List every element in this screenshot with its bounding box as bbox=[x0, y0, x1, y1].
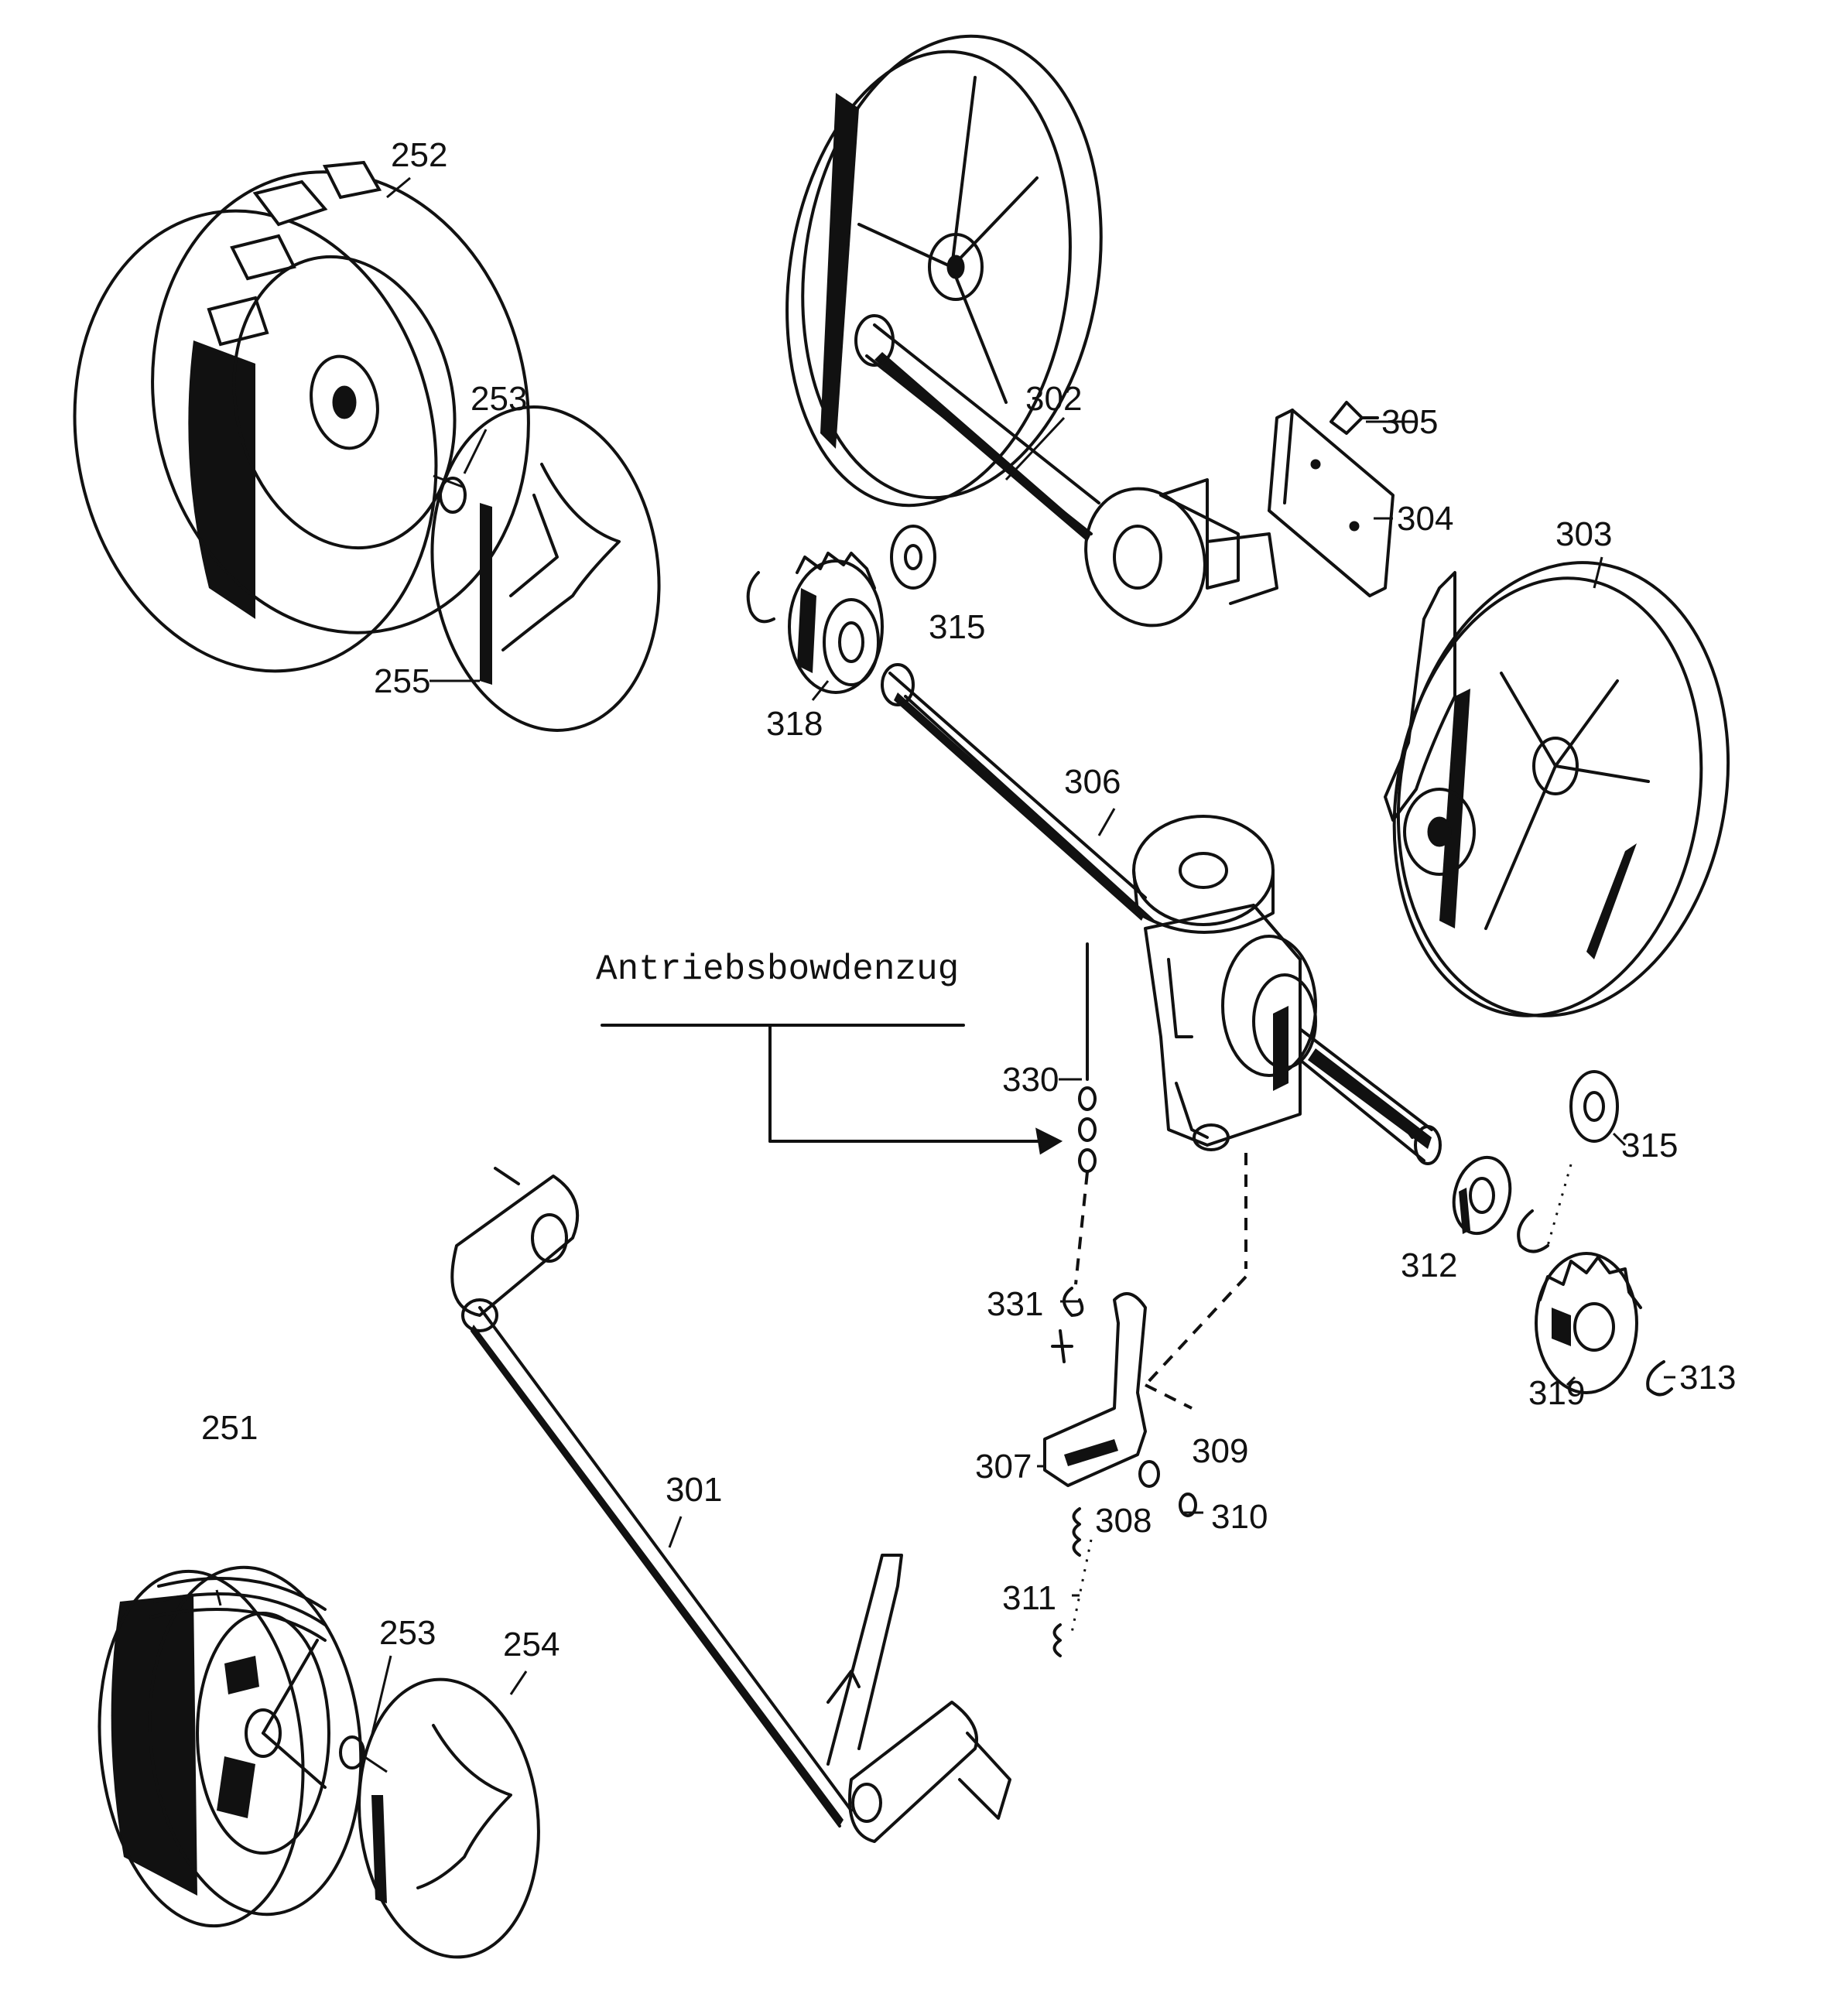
wheel-303 bbox=[1384, 561, 1730, 1017]
nipple-331 bbox=[1051, 1287, 1084, 1363]
plate-304 bbox=[1268, 409, 1395, 597]
gearbox bbox=[1144, 904, 1442, 1165]
bolt-253-bottom bbox=[339, 1735, 388, 1773]
label-251: 251 bbox=[201, 1409, 258, 1447]
washer-315-upper bbox=[890, 525, 936, 590]
gear-319 bbox=[1535, 1252, 1642, 1394]
label-253-bottom: 253 bbox=[379, 1614, 436, 1652]
label-330: 330 bbox=[1002, 1061, 1059, 1099]
wheel-251 bbox=[98, 1565, 363, 1928]
label-313: 313 bbox=[1679, 1359, 1736, 1397]
cable-label: Antriebsbowdenzug bbox=[596, 949, 959, 990]
label-309: 309 bbox=[1192, 1432, 1248, 1470]
label-319: 319 bbox=[1528, 1374, 1585, 1412]
cable-330 bbox=[1074, 942, 1097, 1285]
label-303: 303 bbox=[1555, 515, 1612, 553]
hubcap-254 bbox=[358, 1677, 540, 1959]
label-253-top: 253 bbox=[471, 380, 527, 418]
label-308: 308 bbox=[1095, 1502, 1152, 1540]
label-315-upper: 315 bbox=[929, 608, 985, 646]
label-304: 304 bbox=[1397, 500, 1453, 538]
nut-310 bbox=[1179, 1493, 1197, 1517]
label-307: 307 bbox=[975, 1448, 1032, 1486]
hubcap-255 bbox=[430, 405, 661, 732]
label-255: 255 bbox=[374, 662, 430, 700]
label-301: 301 bbox=[666, 1471, 722, 1509]
label-312: 312 bbox=[1401, 1246, 1457, 1284]
label-305: 305 bbox=[1381, 403, 1438, 441]
washer-308 bbox=[1138, 1460, 1160, 1488]
guide-line-d bbox=[1546, 1164, 1573, 1246]
label-254: 254 bbox=[503, 1626, 560, 1664]
label-302: 302 bbox=[1025, 380, 1082, 418]
label-318: 318 bbox=[766, 705, 823, 743]
leader-lines bbox=[215, 176, 1675, 1738]
label-311: 311 bbox=[1002, 1579, 1056, 1617]
circlip-313 bbox=[1646, 1360, 1673, 1397]
wheel-302 bbox=[785, 34, 1278, 627]
wheel-252 bbox=[73, 160, 530, 673]
guide-line-c bbox=[1145, 1383, 1193, 1410]
gear-318 bbox=[788, 552, 884, 694]
part-labels: 252 253 255 302 305 304 303 315 318 306 … bbox=[201, 136, 1736, 1664]
spring-311 bbox=[1052, 1507, 1081, 1657]
guide-line-e bbox=[1070, 1539, 1093, 1633]
clip-318 bbox=[746, 571, 775, 624]
cable-callout: Antriebsbowdenzug bbox=[596, 949, 1063, 1155]
guide-line-b bbox=[1144, 1275, 1247, 1387]
screw-305 bbox=[1330, 401, 1379, 435]
label-310: 310 bbox=[1211, 1498, 1268, 1536]
label-306: 306 bbox=[1064, 763, 1121, 801]
washer-315-lower bbox=[1569, 1070, 1619, 1143]
label-315-lower: 315 bbox=[1621, 1127, 1678, 1164]
label-252: 252 bbox=[391, 136, 447, 174]
axle-301 bbox=[450, 1167, 1011, 1843]
clip-312 bbox=[1517, 1209, 1549, 1253]
bearing-312 bbox=[1452, 1155, 1512, 1236]
lever-307 bbox=[1043, 1292, 1147, 1487]
label-331: 331 bbox=[987, 1285, 1043, 1323]
